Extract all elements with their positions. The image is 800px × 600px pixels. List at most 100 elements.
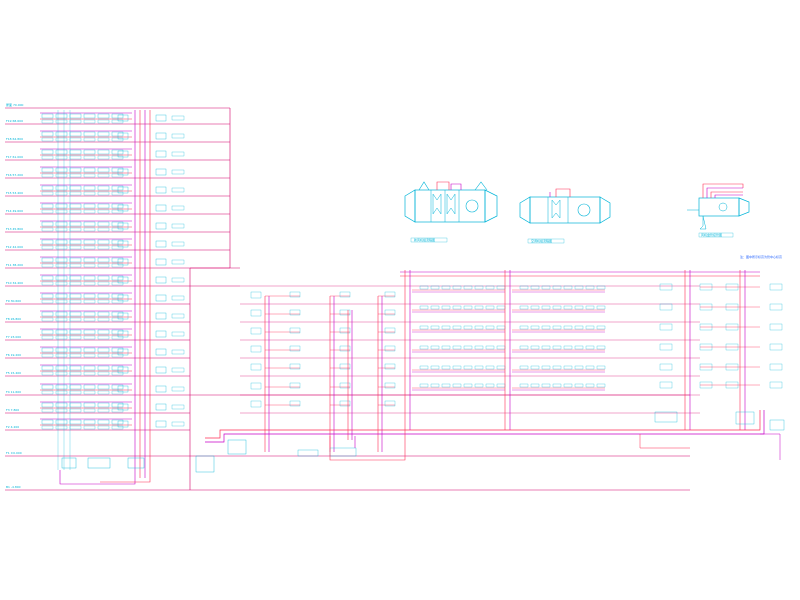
fan-coil-unit [97, 263, 110, 268]
terminal-unit [659, 323, 673, 331]
fan-coil-unit [530, 285, 540, 290]
fan-coil-unit [41, 299, 54, 304]
fan-coil-unit [452, 305, 462, 310]
fan-coil-unit [41, 419, 54, 425]
fan-coil-unit [55, 227, 68, 232]
fan-coil-unit [530, 365, 540, 370]
fan-coil-unit [111, 227, 124, 232]
terminal-unit [384, 400, 396, 407]
fan-coil-unit [97, 275, 110, 281]
terminal-unit [659, 283, 673, 291]
equipment-box [195, 455, 215, 473]
fan-coil-unit [41, 257, 54, 263]
fan-coil-unit [41, 275, 54, 281]
riser-tag [171, 421, 185, 427]
fan-coil-unit [41, 113, 54, 119]
valve-group [117, 240, 129, 248]
fan-coil-unit [585, 383, 595, 388]
fan-coil-unit [474, 383, 484, 388]
fan-coil-unit [111, 191, 124, 196]
fan-coil-unit [83, 275, 96, 281]
fan-coil-unit [83, 353, 96, 358]
fan-coil-unit [111, 185, 124, 191]
fan-coil-unit [55, 365, 68, 371]
fan-coil-unit [563, 285, 573, 290]
valve-group [117, 366, 129, 374]
fan-coil-unit [83, 371, 96, 376]
fan-coil-unit [55, 347, 68, 353]
floor-level-label: F3 7.800 [6, 408, 19, 412]
floor-level-label: F19 68.600 [6, 119, 23, 123]
fan-coil-unit [55, 299, 68, 304]
fan-coil-unit [97, 209, 110, 214]
fan-coil-unit [83, 131, 96, 137]
fan-coil-unit [452, 285, 462, 290]
fan-coil-unit [111, 317, 124, 322]
fan-coil-unit [111, 275, 124, 281]
fan-coil-unit [83, 149, 96, 155]
fan-coil-unit [519, 305, 529, 310]
floor-level-label: F13 45.800 [6, 227, 23, 231]
riser-tag [171, 133, 185, 139]
valve-group [117, 312, 129, 320]
fan-coil-unit [55, 293, 68, 299]
fan-coil-unit [41, 185, 54, 191]
fan-coil-unit [97, 293, 110, 299]
floor-level-label: F16 57.200 [6, 173, 23, 177]
fan-coil-unit [111, 365, 124, 371]
fan-coil-unit [83, 365, 96, 371]
fan-coil-unit [596, 305, 606, 310]
fan-coil-unit [55, 317, 68, 322]
fan-coil-unit [55, 137, 68, 142]
terminal-unit [289, 400, 301, 407]
fan-coil-unit [530, 345, 540, 350]
valve-group [155, 403, 167, 411]
pump-group [87, 457, 111, 469]
fan-coil-unit [83, 203, 96, 209]
fan-coil-unit [585, 285, 595, 290]
valve-group [155, 276, 167, 284]
valve-group [117, 294, 129, 302]
fan-coil-unit [419, 325, 429, 330]
fan-coil-unit [111, 299, 124, 304]
riser-tag [171, 386, 185, 392]
valve-group [155, 204, 167, 212]
valve-group [155, 150, 167, 158]
floor-level-label: F8 26.800 [6, 317, 21, 321]
floor-level-label: F12 42.000 [6, 245, 23, 249]
fan-coil-unit [55, 257, 68, 263]
fan-coil-unit [441, 365, 451, 370]
terminal-unit [339, 327, 351, 334]
fan-coil-unit [97, 203, 110, 209]
fan-coil-unit [474, 285, 484, 290]
fan-coil-unit [97, 371, 110, 376]
fan-coil-unit [83, 191, 96, 196]
fan-coil-unit [541, 345, 551, 350]
riser-return [100, 478, 151, 483]
riser-tag [171, 295, 185, 301]
fan-coil-unit [55, 191, 68, 196]
terminal-unit [289, 309, 301, 316]
fan-coil-unit [55, 329, 68, 335]
fresh-air-unit-caption: 新风机组流程图 [414, 237, 435, 242]
fan-coil-unit [419, 365, 429, 370]
fan-coil-unit [97, 119, 110, 124]
terminal-unit [289, 291, 301, 298]
fan-coil-unit [596, 345, 606, 350]
fan-coil-unit [441, 305, 451, 310]
terminal-unit [384, 345, 396, 352]
fan-coil-unit [463, 345, 473, 350]
terminal-unit [339, 309, 351, 316]
fan-coil-unit [41, 137, 54, 142]
valve-group [155, 114, 167, 122]
riser-tag [171, 115, 185, 121]
main-branch [760, 433, 781, 460]
fan-coil-unit [97, 149, 110, 155]
fan-coil-unit [441, 285, 451, 290]
floor-level-label: F11 38.200 [6, 263, 23, 267]
terminal-unit [339, 345, 351, 352]
fan-coil-unit [463, 325, 473, 330]
pump-group [61, 457, 77, 469]
